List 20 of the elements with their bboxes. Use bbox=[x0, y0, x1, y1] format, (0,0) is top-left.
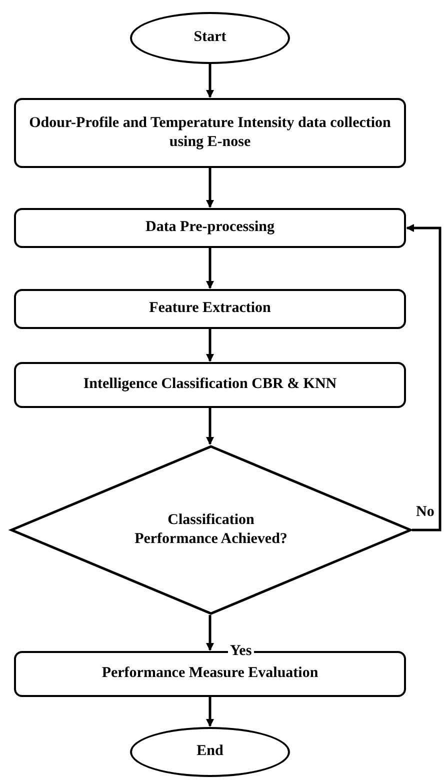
node-text: Classification Performance Achieved? bbox=[134, 510, 288, 549]
process-box bbox=[14, 208, 406, 248]
arrow bbox=[406, 224, 442, 532]
arrow bbox=[206, 168, 214, 208]
node-text: Performance Measure Evaluation bbox=[102, 664, 318, 684]
node-text: Feature Extraction bbox=[149, 299, 271, 318]
process-box bbox=[14, 362, 406, 408]
process-box bbox=[14, 98, 406, 168]
arrow bbox=[206, 64, 214, 98]
arrow bbox=[206, 329, 214, 362]
node-text: End bbox=[196, 742, 224, 762]
node-text: Odour-Profile and Temperature Intensity data collection using E-nose bbox=[28, 114, 392, 152]
arrow bbox=[206, 615, 214, 651]
arrow bbox=[206, 697, 214, 727]
node-text: Data Pre-processing bbox=[145, 218, 274, 238]
node-text: Intelligence Classification CBR & KNN bbox=[83, 375, 337, 394]
node-text: Start bbox=[194, 28, 226, 48]
arrow bbox=[206, 408, 214, 445]
process-box bbox=[14, 289, 406, 329]
arrow bbox=[206, 248, 214, 289]
